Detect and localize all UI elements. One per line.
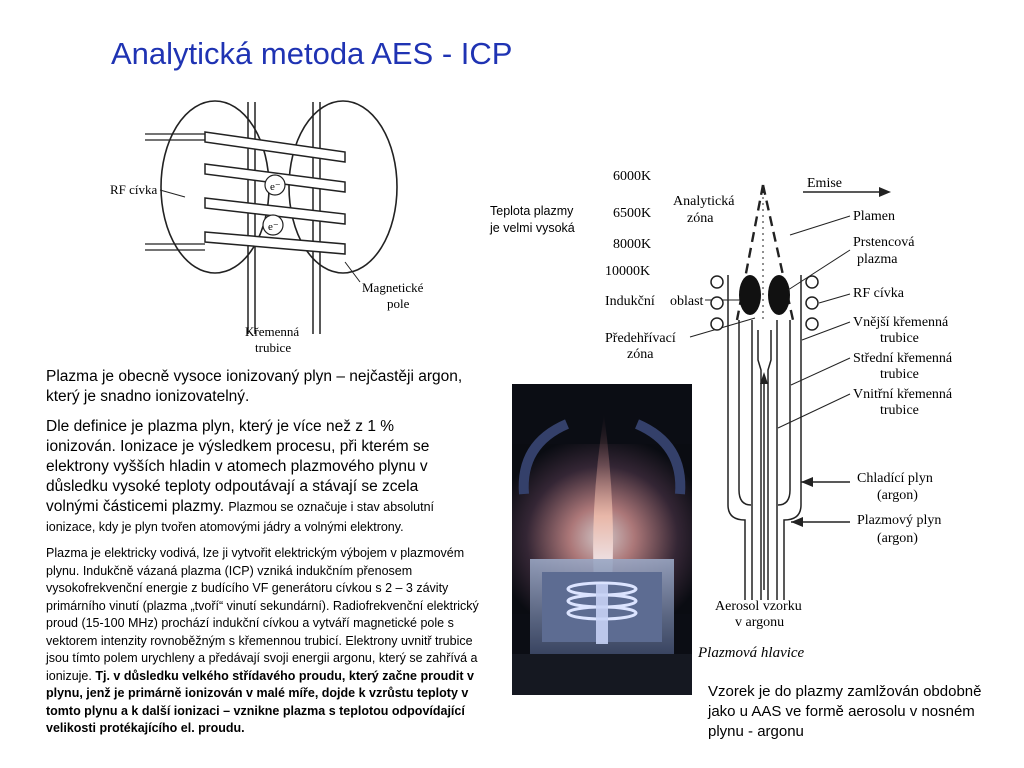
- magnetic-field-label-2: pole: [387, 296, 410, 311]
- rf-coil-label-torch: RF cívka: [853, 286, 905, 301]
- plasma-torch-photo: [512, 384, 692, 695]
- temperature-label: 6500K: [613, 206, 651, 221]
- middle-tube-label-2: trubice: [880, 367, 919, 382]
- emission-label: Emise: [807, 176, 842, 191]
- aerosol-label: Aerosol vzorku: [715, 599, 802, 614]
- middle-tube-label: Střední křemenná: [853, 351, 953, 366]
- outer-tube-label-2: trubice: [880, 331, 919, 346]
- temperature-label: 10000K: [605, 264, 650, 279]
- analytic-zone-label: Analytická: [673, 194, 735, 209]
- rf-coil-diagram: e⁻ e⁻ RF cívka Magnetické pole Křemenná …: [110, 100, 424, 355]
- cooling-gas-label: Chladící plyn: [857, 471, 933, 486]
- cooling-gas-label-2: (argon): [877, 488, 918, 503]
- magnetic-field-label: Magnetické: [362, 280, 424, 295]
- definition-paragraph: Dle definice je plazma plyn, který je ví…: [46, 417, 466, 537]
- rf-coil-turns: [710, 275, 819, 331]
- torch-caption: Plazmová hlavice: [697, 645, 805, 661]
- ring-plasma-label-2: plazma: [857, 252, 898, 267]
- aerosol-label-2: v argonu: [735, 615, 784, 630]
- plasma-gas-arrow-icon: [791, 517, 803, 527]
- induction-zone-label-2: oblast: [670, 294, 704, 309]
- inner-tube-label-2: trubice: [880, 403, 919, 418]
- plasma-gas-label: Plazmový plyn: [857, 513, 941, 528]
- definition-main: Dle definice je plazma plyn, který je ví…: [46, 418, 430, 515]
- quartz-tube-label-2: trubice: [255, 340, 291, 355]
- magnetic-field-loop-left: [160, 100, 270, 274]
- inner-tube-label: Vnitřní křemenná: [853, 387, 953, 402]
- analytic-zone-label-2: zóna: [687, 211, 714, 226]
- preheat-zone-label-2: zóna: [627, 347, 654, 362]
- flame-label: Plamen: [853, 209, 895, 224]
- induction-zone-label: Indukční: [605, 294, 655, 309]
- electron-icon: [264, 174, 286, 196]
- temperature-label: 6000K: [613, 169, 651, 184]
- emission-arrow-icon: [879, 187, 891, 197]
- icp-explanation-paragraph: Plazma je elektricky vodivá, lze ji vytv…: [46, 545, 496, 738]
- outer-tube-label: Vnější křemenná: [853, 315, 949, 330]
- cooling-gas-arrow-icon: [801, 477, 813, 487]
- plasma-torch-diagram: 6000K 6500K 8000K 10000K Indukční oblast…: [605, 169, 953, 661]
- temperature-label: 8000K: [613, 237, 651, 252]
- icp-explanation-text: Plazma je elektricky vodivá, lze ji vytv…: [46, 546, 479, 683]
- ring-plasma-label: Prstencová: [853, 235, 915, 250]
- electron-icon: [262, 214, 284, 236]
- electron-label: e⁻: [268, 221, 279, 233]
- preheat-zone-label: Předehřívací: [605, 331, 676, 346]
- page-title: Analytická metoda AES - ICP: [111, 36, 513, 71]
- icp-explanation-bold: Tj. v důsledku velkého střídavého proudu…: [46, 668, 474, 736]
- magnetic-field-loop-right: [288, 100, 398, 274]
- definition-note: Plazmou se označuje i stav absolutní ion…: [46, 500, 434, 534]
- aerosol-note: Vzorek je do plazmy zamlžován obdobně ja…: [708, 683, 982, 740]
- electron-label: e⁻: [270, 181, 281, 193]
- rf-coil-label: RF cívka: [110, 182, 158, 197]
- quartz-tube-label: Křemenná: [245, 324, 299, 339]
- plasma-temperature-note: Teplota plazmy je velmi vysoká: [490, 204, 575, 235]
- intro-paragraph: Plazma je obecně vysoce ionizovaný plyn …: [46, 368, 463, 405]
- ring-plasma-left: [739, 275, 761, 315]
- ring-plasma-right: [768, 275, 790, 315]
- plasma-gas-label-2: (argon): [877, 531, 918, 546]
